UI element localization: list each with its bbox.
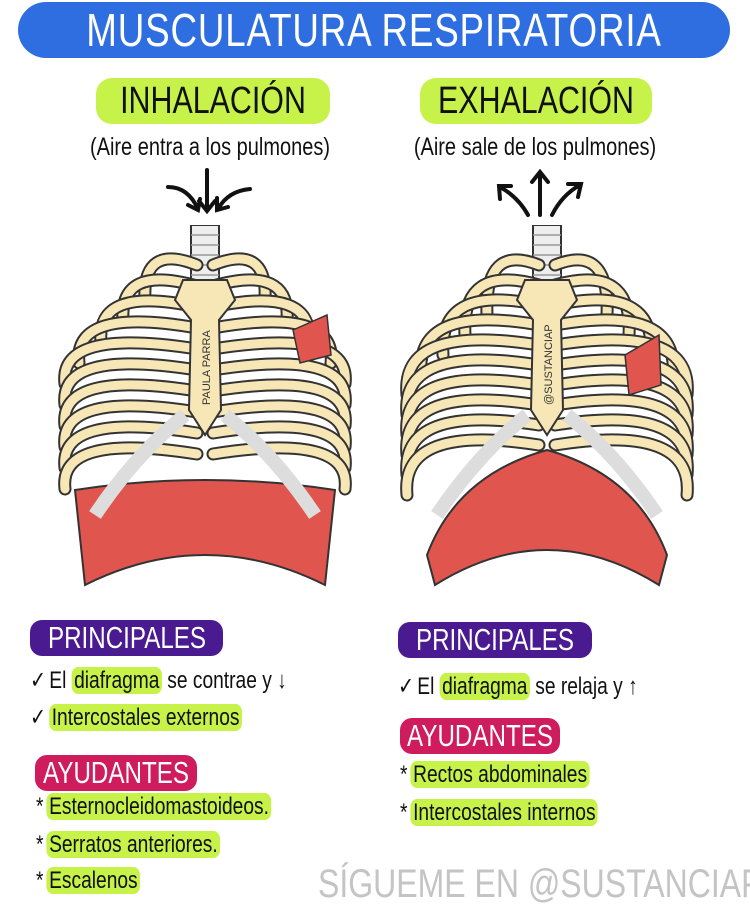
page-title: MUSCULATURA RESPIRATORIA: [18, 2, 730, 58]
item-text: El: [49, 667, 67, 694]
arrows-down-inward-icon: [166, 168, 252, 215]
check-icon: ✓: [398, 673, 415, 700]
item-highlight: Escalenos: [46, 867, 141, 894]
rib: [60, 338, 202, 389]
sternum: [515, 279, 579, 437]
watermark-text: @SUSTANCIAP: [543, 324, 555, 405]
check-icon: ✓: [30, 704, 47, 731]
asterisk-icon: *: [400, 761, 408, 788]
asterisk-icon: *: [36, 831, 44, 858]
item-text: se contrae y ↓: [167, 667, 287, 694]
arrows-up-outward-icon: [496, 168, 584, 217]
item-highlight: Rectos abdominales: [410, 761, 590, 788]
rib: [208, 401, 350, 452]
rib: [208, 359, 350, 410]
list-item: *Intercostales internos: [400, 798, 598, 828]
exhalation-heading: EXHALACIÓN: [420, 78, 652, 124]
diaphragm-muscle: [73, 479, 337, 587]
rib: [402, 395, 544, 460]
ribcage-inhalation-illustration: PAULA PARRA: [58, 225, 352, 587]
footer-social-handle: SÍGUEME EN @SUSTANCIAP: [318, 862, 750, 906]
principales-label-text: PRINCIPALES: [47, 620, 206, 655]
list-item: ✓El diafragma se contrae y ↓: [30, 666, 287, 696]
ayudantes-label-text: AYUDANTES: [406, 718, 554, 753]
rib: [60, 401, 202, 452]
costal-cartilage: [89, 409, 190, 519]
rib: [402, 335, 544, 400]
costal-cartilage: [220, 409, 321, 519]
ayudantes-label-inhalation: AYUDANTES: [35, 755, 197, 791]
list-item: ✓Intercostales externos: [30, 703, 242, 733]
item-text: El: [417, 673, 435, 700]
item-highlight: Intercostales externos: [49, 704, 242, 731]
diaphragm-muscle: [425, 448, 669, 587]
list-item: *Escalenos: [36, 866, 141, 896]
inhalation-heading-text: INHALACIÓN: [120, 80, 306, 122]
principales-label-text: PRINCIPALES: [415, 622, 575, 657]
asterisk-icon: *: [400, 799, 408, 826]
principales-label-inhalation: PRINCIPALES: [30, 620, 223, 656]
check-icon: ✓: [30, 667, 47, 694]
rib: [140, 254, 202, 305]
list-item: *Rectos abdominales: [400, 760, 590, 790]
item-highlight: Intercostales internos: [410, 799, 598, 826]
rib: [550, 435, 692, 500]
rib: [402, 375, 544, 440]
costal-cartilage: [562, 409, 663, 519]
rib: [208, 380, 350, 431]
asterisk-icon: *: [36, 867, 44, 894]
intercostal-muscle: [292, 313, 332, 364]
asterisk-icon: *: [36, 793, 44, 820]
exhalation-subtitle-text: (Aire sale de los pulmones): [413, 133, 657, 161]
exhalation-subtitle: (Aire sale de los pulmones): [365, 130, 705, 164]
rib: [208, 254, 270, 305]
inhalation-subtitle-text: (Aire entra a los pulmones): [89, 133, 331, 161]
ribcage-exhalation-illustration: @SUSTANCIAP: [400, 225, 694, 587]
list-item: ✓El diafragma se relaja y ↑: [398, 672, 638, 702]
item-highlight: Serratos anteriores.: [46, 831, 221, 858]
ayudantes-label-exhalation: AYUDANTES: [400, 718, 560, 754]
rib: [402, 355, 544, 420]
list-item: *Serratos anteriores.: [36, 830, 221, 860]
list-item: *Esternocleidomastoideos.: [36, 792, 272, 822]
rib: [402, 435, 544, 500]
rib: [60, 443, 202, 494]
intercostal-muscle: [624, 333, 662, 396]
rib: [60, 380, 202, 431]
rib: [550, 395, 692, 460]
inhalation-subtitle: (Aire entra a los pulmones): [40, 130, 380, 164]
title-text: MUSCULATURA RESPIRATORIA: [86, 4, 662, 56]
inhalation-heading: INHALACIÓN: [96, 78, 330, 124]
rib: [402, 415, 544, 480]
rib: [208, 443, 350, 494]
item-highlight: Esternocleidomastoideos.: [46, 793, 272, 820]
watermark-text: PAULA PARRA: [201, 330, 213, 405]
rib: [550, 415, 692, 480]
ayudantes-label-text: AYUDANTES: [42, 755, 190, 790]
item-highlight: diafragma: [71, 667, 162, 694]
rib: [60, 359, 202, 410]
costal-cartilage: [431, 409, 532, 519]
sternum: [173, 279, 237, 437]
exhalation-heading-text: EXHALACIÓN: [438, 80, 634, 122]
principales-label-exhalation: PRINCIPALES: [398, 622, 592, 658]
item-highlight: diafragma: [439, 673, 530, 700]
item-text: se relaja y ↑: [535, 673, 638, 700]
